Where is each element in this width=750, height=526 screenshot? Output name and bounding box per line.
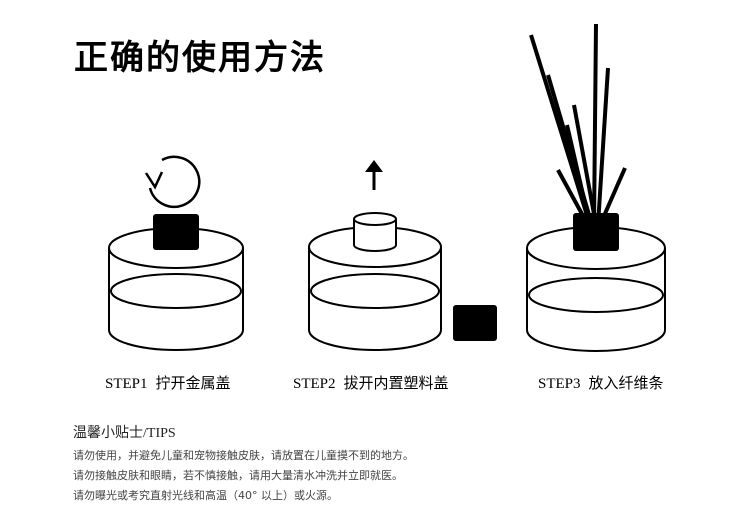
step2-number: STEP2 xyxy=(293,376,336,392)
step3-label: STEP3 放入纤维条 xyxy=(538,372,664,393)
step2-text: 拔开内置塑料盖 xyxy=(343,376,449,392)
reed-sticks-icon xyxy=(529,23,627,226)
step3-text: 放入纤维条 xyxy=(588,376,664,392)
reed-holder-cap xyxy=(573,213,619,251)
step1-number: STEP1 xyxy=(105,376,148,392)
tips-line-3: 请勿曝光或考究直射光线和高温（40° 以上）或火源。 xyxy=(73,489,338,502)
tips-line-2: 请勿接触皮肤和眼睛，若不慎接触，请用大量清水冲洗并立即就医。 xyxy=(73,469,403,482)
metal-cap xyxy=(153,214,199,250)
step2-label: STEP2 拔开内置塑料盖 xyxy=(293,372,449,393)
step1-label: STEP1 拧开金属盖 xyxy=(105,372,231,393)
plastic-plug xyxy=(353,212,397,226)
step2-jar-illustration xyxy=(308,160,497,351)
step1-jar-illustration xyxy=(108,155,244,351)
removed-cap xyxy=(453,305,497,341)
step3-jar-illustration xyxy=(526,23,666,352)
tips-line-1: 请勿使用，并避免儿童和宠物接触皮肤，请放置在儿童摸不到的地方。 xyxy=(73,449,414,462)
rotate-arrow-icon xyxy=(148,155,201,209)
step1-text: 拧开金属盖 xyxy=(155,376,231,392)
page-title: 正确的使用方法 xyxy=(74,38,326,78)
tips-heading: 温馨小贴士/TIPS xyxy=(73,426,176,441)
step3-number: STEP3 xyxy=(538,376,581,392)
